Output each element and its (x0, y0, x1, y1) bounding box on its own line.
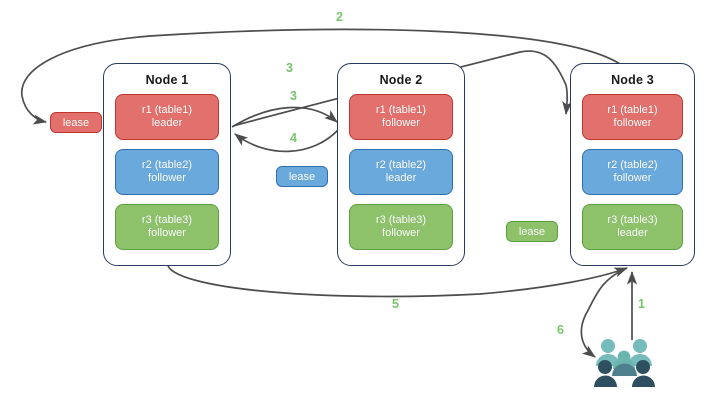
step-label-6: 6 (557, 323, 564, 337)
arrow-step-5 (167, 265, 628, 298)
step-label-3-lower: 3 (290, 89, 297, 103)
node-1-replica-r3[interactable]: r3 (table3) follower (115, 204, 219, 250)
users-icon (594, 339, 655, 387)
lease-badge-green[interactable]: lease (506, 221, 558, 242)
arrow-step-4 (234, 128, 340, 153)
replica-name: r2 (table2) (375, 158, 427, 171)
replica-role: follower (382, 117, 420, 129)
node-3-title: Node 3 (611, 73, 654, 87)
node-3-replica-r2[interactable]: r2 (table2) follower (582, 149, 683, 195)
node-2-container[interactable]: Node 2 r1 (table1) follower r2 (table2) … (337, 63, 465, 266)
replica-role: leader (617, 227, 648, 239)
node-1-title: Node 1 (145, 73, 189, 87)
node-1-replica-r1[interactable]: r1 (table1) leader (115, 94, 219, 140)
replica-name: r3 (table3) (375, 213, 427, 226)
replica-name: r1 (table1) (607, 103, 658, 116)
replica-name: r1 (table1) (375, 103, 427, 116)
arrow-step-3-node2 (231, 106, 338, 128)
replica-role: follower (148, 227, 186, 239)
step-label-1: 1 (638, 297, 645, 311)
replica-name: r1 (table1) (141, 103, 193, 116)
replica-role: leader (385, 172, 417, 184)
replica-name: r3 (table3) (141, 213, 193, 226)
lease-badge-blue[interactable]: lease (276, 166, 328, 187)
node-2-replica-r3[interactable]: r3 (table3) follower (349, 204, 453, 250)
node-3-replicas: r1 (table1) follower r2 (table2) followe… (571, 94, 694, 250)
replica-role: leader (151, 117, 183, 129)
node-3-replica-r1[interactable]: r1 (table1) follower (582, 94, 683, 140)
replica-name: r2 (table2) (141, 158, 193, 171)
replica-role: follower (613, 172, 652, 184)
node-2-replica-r1[interactable]: r1 (table1) follower (349, 94, 453, 140)
replica-name: r2 (table2) (607, 158, 658, 171)
node-2-replicas: r1 (table1) follower r2 (table2) leader … (338, 94, 464, 250)
step-label-3-upper: 3 (286, 61, 293, 75)
node-3-replica-r3[interactable]: r3 (table3) leader (582, 204, 683, 250)
replica-role: follower (148, 172, 186, 184)
replica-role: follower (613, 117, 652, 129)
replica-role: follower (382, 227, 420, 239)
step-label-4: 4 (290, 131, 297, 145)
node-2-title: Node 2 (379, 73, 423, 87)
node-1-replica-r2[interactable]: r2 (table2) follower (115, 149, 219, 195)
step-label-5: 5 (392, 297, 399, 311)
node-3-container[interactable]: Node 3 r1 (table1) follower r2 (table2) … (570, 63, 695, 266)
node-2-replica-r2[interactable]: r2 (table2) leader (349, 149, 453, 195)
step-label-2: 2 (336, 10, 343, 24)
node-1-replicas: r1 (table1) leader r2 (table2) follower … (104, 94, 230, 250)
lease-badge-red[interactable]: lease (50, 112, 102, 133)
replica-name: r3 (table3) (607, 213, 658, 226)
node-1-container[interactable]: Node 1 r1 (table1) leader r2 (table2) fo… (103, 63, 231, 266)
